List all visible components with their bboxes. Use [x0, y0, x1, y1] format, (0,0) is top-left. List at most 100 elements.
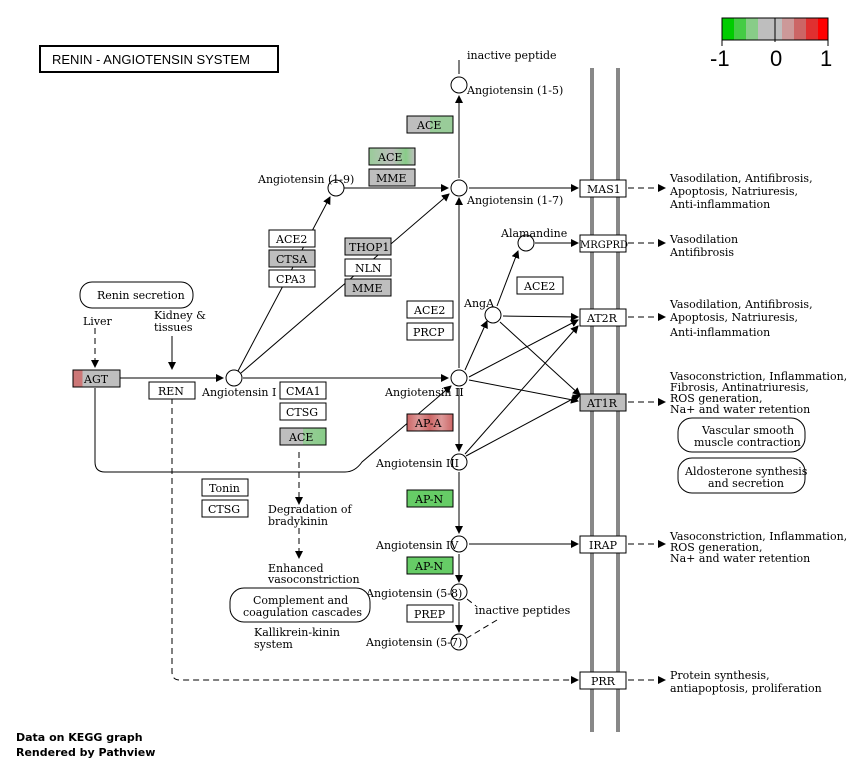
svg-text:ACE2: ACE2 [523, 280, 555, 293]
gene-agt[interactable]: AGT [72, 369, 121, 388]
compound-angiotensin-1-9[interactable] [327, 179, 345, 197]
label-inactive-peptide: inactive peptide [467, 49, 557, 62]
gene-mrgprd[interactable]: MRGPRD [579, 234, 628, 253]
svg-text:PREP: PREP [414, 608, 446, 621]
compound-angiotensin-iii[interactable] [450, 453, 468, 471]
compound-angiotensin-5-7[interactable] [450, 633, 468, 651]
gene-at2r[interactable]: AT2R [579, 308, 627, 327]
svg-text:CTSA: CTSA [276, 253, 308, 266]
gene-prcp[interactable]: PRCP [406, 322, 454, 341]
compound-angiotensin-ii[interactable] [450, 369, 468, 387]
gene-ctsg-b[interactable]: CTSG [201, 499, 249, 518]
gene-at1r[interactable]: AT1R [579, 393, 627, 412]
svg-text:ACE2: ACE2 [413, 304, 445, 317]
svg-text:AGT: AGT [83, 373, 109, 386]
compound-angiotensin-1-5[interactable] [450, 76, 468, 94]
outcome-irap-3: Na+ and water retention [670, 552, 810, 565]
gene-nodes: AGT REN ACE ACE MME ACE2 CTSA CPA3 THOP1… [72, 115, 628, 690]
compound-angiotensin-1-7[interactable] [450, 179, 468, 197]
label-angiotensin-5-8: Angiotensin (5-8) [365, 587, 462, 600]
svg-text:muscle contraction: muscle contraction [694, 436, 801, 449]
outcome-mas1-2: Apoptosis, Natriuresis, [669, 185, 798, 198]
color-scale-legend: -1 0 1 [710, 17, 832, 71]
label-kallikrein-2: system [254, 638, 293, 651]
outcome-at1r-4: Na+ and water retention [670, 403, 810, 416]
gene-tonin[interactable]: Tonin [201, 478, 249, 497]
reaction-edges [91, 60, 666, 684]
gene-thop1[interactable]: THOP1 [344, 237, 392, 256]
label-angiotensin-ii: Angiotensin II [384, 386, 464, 399]
svg-text:ACE: ACE [416, 119, 441, 132]
label-alamandine: Alamandine [500, 227, 567, 240]
outcome-prr-2: antiapoptosis, proliferation [670, 682, 822, 695]
svg-text:MAS1: MAS1 [587, 183, 621, 196]
receptor-outcomes: Vasodilation, Antifibrosis, Apoptosis, N… [669, 172, 847, 695]
outcome-mas1-3: Anti-inflammation [669, 198, 770, 211]
outcome-irap-1: Vasoconstriction, Inflammation, [669, 530, 847, 543]
label-kidney-2: tissues [154, 321, 193, 334]
label-angiotensin-1-9: Angiotensin (1-9) [257, 173, 354, 186]
compounds [225, 76, 535, 651]
svg-text:Tonin: Tonin [209, 482, 240, 495]
svg-text:AP-A: AP-A [414, 417, 442, 430]
gene-cma1[interactable]: CMA1 [279, 381, 327, 400]
svg-text:PRCP: PRCP [413, 326, 445, 339]
gene-ace-top[interactable]: ACE [406, 115, 454, 134]
outcome-at2r-1: Vasodilation, Antifibrosis, [669, 298, 813, 311]
compound-angiotensin-i[interactable] [225, 369, 243, 387]
gene-apn-1[interactable]: AP-N [406, 489, 454, 508]
svg-text:MME: MME [352, 282, 383, 295]
outcome-at1r-1: Vasoconstriction, Inflammation, [669, 370, 847, 383]
gene-irap[interactable]: IRAP [579, 535, 627, 554]
label-angiotensin-iv: Angiotensin IV [375, 539, 459, 552]
outcome-at2r-3: Anti-inflammation [669, 326, 770, 339]
svg-text:CPA3: CPA3 [276, 273, 306, 286]
label-degradation-1: Degradation of [268, 503, 353, 516]
footer-line-2: Rendered by Pathview [16, 746, 155, 759]
svg-text:THOP1: THOP1 [349, 241, 389, 254]
compound-anga[interactable] [484, 306, 502, 324]
label-inactive-peptides: inactive peptides [475, 604, 571, 617]
gene-prep[interactable]: PREP [406, 604, 454, 623]
label-anga: AngA [463, 297, 495, 310]
svg-text:IRAP: IRAP [589, 539, 618, 552]
compound-angiotensin-5-8[interactable] [450, 583, 468, 601]
svg-text:ACE: ACE [377, 151, 402, 164]
svg-text:CTSG: CTSG [286, 406, 318, 419]
label-degradation-2: bradykinin [268, 515, 328, 528]
gene-mme-low[interactable]: MME [344, 278, 392, 297]
annotations: Liver Kidney & tissues Degradation of br… [83, 309, 360, 651]
gene-apn-2[interactable]: AP-N [406, 556, 454, 575]
map-renin-secretion[interactable]: Renin secretion [79, 281, 194, 309]
gene-apa[interactable]: AP-A [406, 413, 454, 432]
map-complement-coagulation[interactable]: Complement and coagulation cascades [229, 587, 371, 623]
svg-text:Vascular smooth: Vascular smooth [701, 424, 794, 437]
gene-prr[interactable]: PRR [579, 671, 627, 690]
gene-nln[interactable]: NLN [344, 258, 392, 277]
gene-ace2-a[interactable]: ACE2 [268, 229, 316, 248]
gene-ren[interactable]: REN [148, 381, 196, 400]
gene-mme-mid[interactable]: MME [368, 168, 416, 187]
gene-ace2-b[interactable]: ACE2 [406, 300, 454, 319]
label-angiotensin-iii: Angiotensin III [375, 457, 459, 470]
gene-ace2-c[interactable]: ACE2 [516, 276, 564, 295]
label-angiotensin-1-5: Angiotensin (1-5) [466, 84, 563, 97]
map-vascular-smooth-muscle[interactable]: Vascular smooth muscle contraction [677, 417, 806, 453]
map-aldosterone-synthesis[interactable]: Aldosterone synthesis and secretion [677, 457, 808, 494]
label-angiotensin-5-7: Angiotensin (5-7) [365, 636, 462, 649]
gene-ctsg-a[interactable]: CTSG [279, 402, 327, 421]
gene-ctsa[interactable]: CTSA [268, 249, 316, 268]
svg-text:CMA1: CMA1 [286, 385, 321, 398]
gene-ace-mid[interactable]: ACE [368, 147, 416, 166]
svg-text:AP-N: AP-N [414, 493, 443, 506]
pathway-map-links: Renin secretion Complement and coagulati… [79, 281, 808, 623]
gene-mas1[interactable]: MAS1 [579, 179, 627, 198]
compound-angiotensin-iv[interactable] [450, 535, 468, 553]
scale-tick-mid: 0 [770, 46, 782, 71]
scale-tick-max: 1 [820, 46, 832, 71]
gene-cpa3[interactable]: CPA3 [268, 269, 316, 288]
compound-alamandine[interactable] [517, 234, 535, 252]
svg-text:MME: MME [376, 172, 407, 185]
gene-ace-low[interactable]: ACE [279, 427, 327, 446]
title-frame [39, 45, 279, 73]
